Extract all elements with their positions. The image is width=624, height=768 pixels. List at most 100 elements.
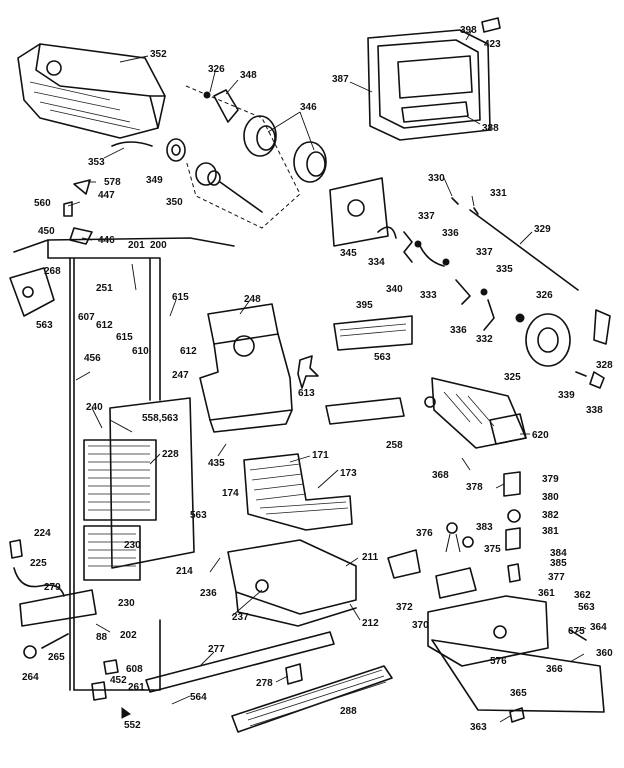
callout-607: 607	[78, 312, 95, 323]
dispenser-door-part	[367, 17, 501, 141]
callout-578: 578	[104, 177, 121, 188]
callout-278: 278	[256, 678, 273, 689]
callout-360: 360	[596, 648, 613, 659]
callout-214: 214	[176, 566, 193, 577]
callout-340: 340	[386, 284, 403, 295]
bottom-left-parts	[9, 539, 119, 701]
water-valve-part	[427, 567, 605, 713]
callout-612-left: 612	[96, 320, 113, 331]
wire-basket-part	[243, 453, 353, 531]
callout-224: 224	[34, 528, 51, 539]
auger-panel-part	[185, 85, 327, 229]
callout-376: 376	[416, 528, 433, 539]
callout-237: 237	[232, 612, 249, 623]
callout-346: 346	[300, 102, 317, 113]
callout-171: 171	[312, 450, 329, 461]
plug-part	[509, 707, 525, 723]
callout-384: 384	[550, 548, 567, 559]
callout-173: 173	[340, 468, 357, 479]
ice-maker-part	[424, 377, 527, 449]
leader-lines	[67, 29, 587, 723]
callout-377: 377	[548, 572, 565, 583]
callout-558-563: 558,563	[142, 413, 179, 424]
callout-361: 361	[538, 588, 555, 599]
callout-350: 350	[166, 197, 183, 208]
callout-240: 240	[86, 402, 103, 413]
label-panel-part	[333, 315, 413, 351]
callout-610: 610	[132, 346, 149, 357]
callout-279: 279	[44, 582, 61, 593]
callout-200: 200	[150, 240, 167, 251]
callout-247: 247	[172, 370, 189, 381]
callout-288: 288	[340, 706, 357, 717]
callout-201: 201	[128, 240, 145, 251]
callout-337-lower: 337	[476, 247, 493, 258]
callout-225: 225	[30, 558, 47, 569]
callout-576: 576	[490, 656, 507, 667]
cover-bracket-part	[387, 549, 421, 579]
callout-362: 362	[574, 590, 591, 601]
callout-379: 379	[542, 474, 559, 485]
callout-332: 332	[476, 334, 493, 345]
fan-blade-part	[297, 355, 319, 389]
callout-228: 228	[162, 449, 179, 460]
base-grille-part	[231, 665, 393, 733]
air-duct-part	[199, 303, 293, 433]
callout-326-lower: 326	[536, 290, 553, 301]
callout-333: 333	[420, 290, 437, 301]
callout-563-left: 563	[36, 320, 53, 331]
callout-370: 370	[412, 620, 429, 631]
callout-382: 382	[542, 510, 559, 521]
callout-264: 264	[22, 672, 39, 683]
callout-265: 265	[48, 652, 65, 663]
callout-236: 236	[200, 588, 217, 599]
callout-338: 338	[586, 405, 603, 416]
callout-352: 352	[150, 49, 167, 60]
callout-398: 398	[460, 25, 477, 36]
callout-552: 552	[124, 720, 141, 731]
callout-88: 88	[96, 632, 108, 643]
callout-329: 329	[534, 224, 551, 235]
callout-277: 277	[208, 644, 225, 655]
callout-612-right: 612	[180, 346, 197, 357]
callout-labels: 352 326 348 346 398 423 387 388 353 349 …	[22, 25, 613, 733]
evaporator-panel-part	[83, 397, 195, 581]
auger-wire-part	[111, 141, 153, 147]
callout-564: 564	[190, 692, 207, 703]
callout-251: 251	[96, 283, 113, 294]
callout-368: 368	[432, 470, 449, 481]
callout-372: 372	[396, 602, 413, 613]
callout-388: 388	[482, 123, 499, 134]
callout-336-upper: 336	[442, 228, 459, 239]
callout-364: 364	[590, 622, 607, 633]
callout-385: 385	[550, 558, 567, 569]
callout-230-upper: 230	[124, 540, 141, 551]
callout-345: 345	[340, 248, 357, 259]
valve-small-parts	[445, 471, 521, 583]
callout-365: 365	[510, 688, 527, 699]
callout-174: 174	[222, 488, 239, 499]
callout-563-panel: 563	[374, 352, 391, 363]
callout-447: 447	[98, 190, 115, 201]
callout-326: 326	[208, 64, 225, 75]
callout-337-upper: 337	[418, 211, 435, 222]
callout-248: 248	[244, 294, 261, 305]
callout-328: 328	[596, 360, 613, 371]
motor-parts	[515, 309, 611, 389]
callout-268: 268	[44, 266, 61, 277]
callout-615-upper: 615	[172, 292, 189, 303]
callout-608: 608	[126, 664, 143, 675]
small-bracket-parts	[63, 179, 93, 245]
callout-383: 383	[476, 522, 493, 533]
shelf-strip-part	[325, 397, 405, 425]
callout-331: 331	[490, 188, 507, 199]
callout-378: 378	[466, 482, 483, 493]
crisper-pan-part	[227, 539, 357, 627]
callout-349: 349	[146, 175, 163, 186]
callout-620: 620	[532, 430, 549, 441]
callout-325: 325	[504, 372, 521, 383]
auger-gear-parts	[166, 138, 263, 213]
callout-675: 675	[568, 626, 585, 637]
callout-212: 212	[362, 618, 379, 629]
side-panel-part	[9, 267, 55, 317]
